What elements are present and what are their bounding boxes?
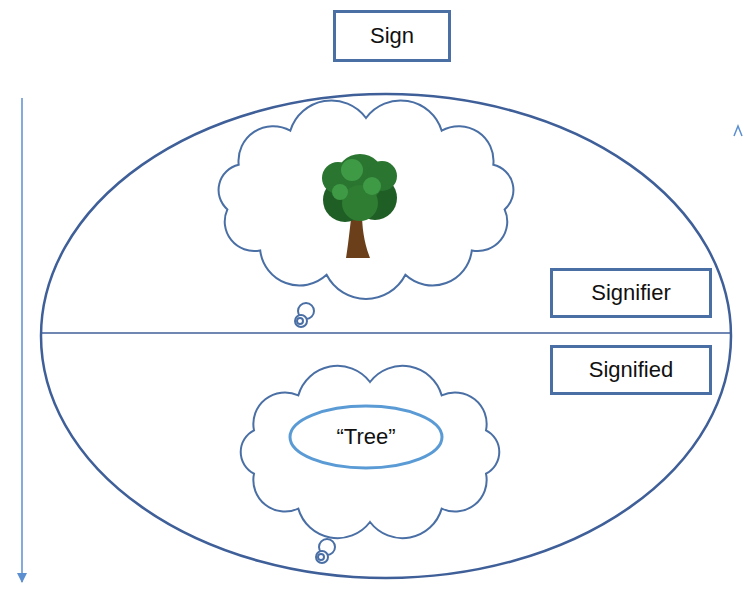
thought-clouds xyxy=(219,100,514,538)
label-box: Signified xyxy=(550,345,712,395)
label-box: Signifier xyxy=(550,268,712,318)
tree-highlight xyxy=(363,177,381,195)
node-label: Signified xyxy=(589,357,673,383)
bubble xyxy=(295,315,307,327)
divider-line xyxy=(41,332,731,334)
sign-ellipse xyxy=(41,94,731,578)
thought-cloud xyxy=(241,366,500,538)
tree-picture xyxy=(322,154,397,258)
node-label: “Tree” xyxy=(336,424,395,450)
sign-box: Sign xyxy=(333,10,451,62)
flow-arrow xyxy=(21,98,23,582)
tree-highlight xyxy=(332,184,348,200)
node-label: Signifier xyxy=(591,280,670,306)
node-label: Sign xyxy=(370,23,414,49)
bubble xyxy=(297,318,303,324)
bubble xyxy=(318,554,324,560)
bubble-ellipse xyxy=(290,406,442,468)
arrow-tip xyxy=(734,126,742,136)
thought-cloud xyxy=(219,100,514,298)
speech-bubble: “Tree” xyxy=(288,404,444,470)
bubble xyxy=(316,551,328,563)
tree-highlight xyxy=(341,159,363,181)
